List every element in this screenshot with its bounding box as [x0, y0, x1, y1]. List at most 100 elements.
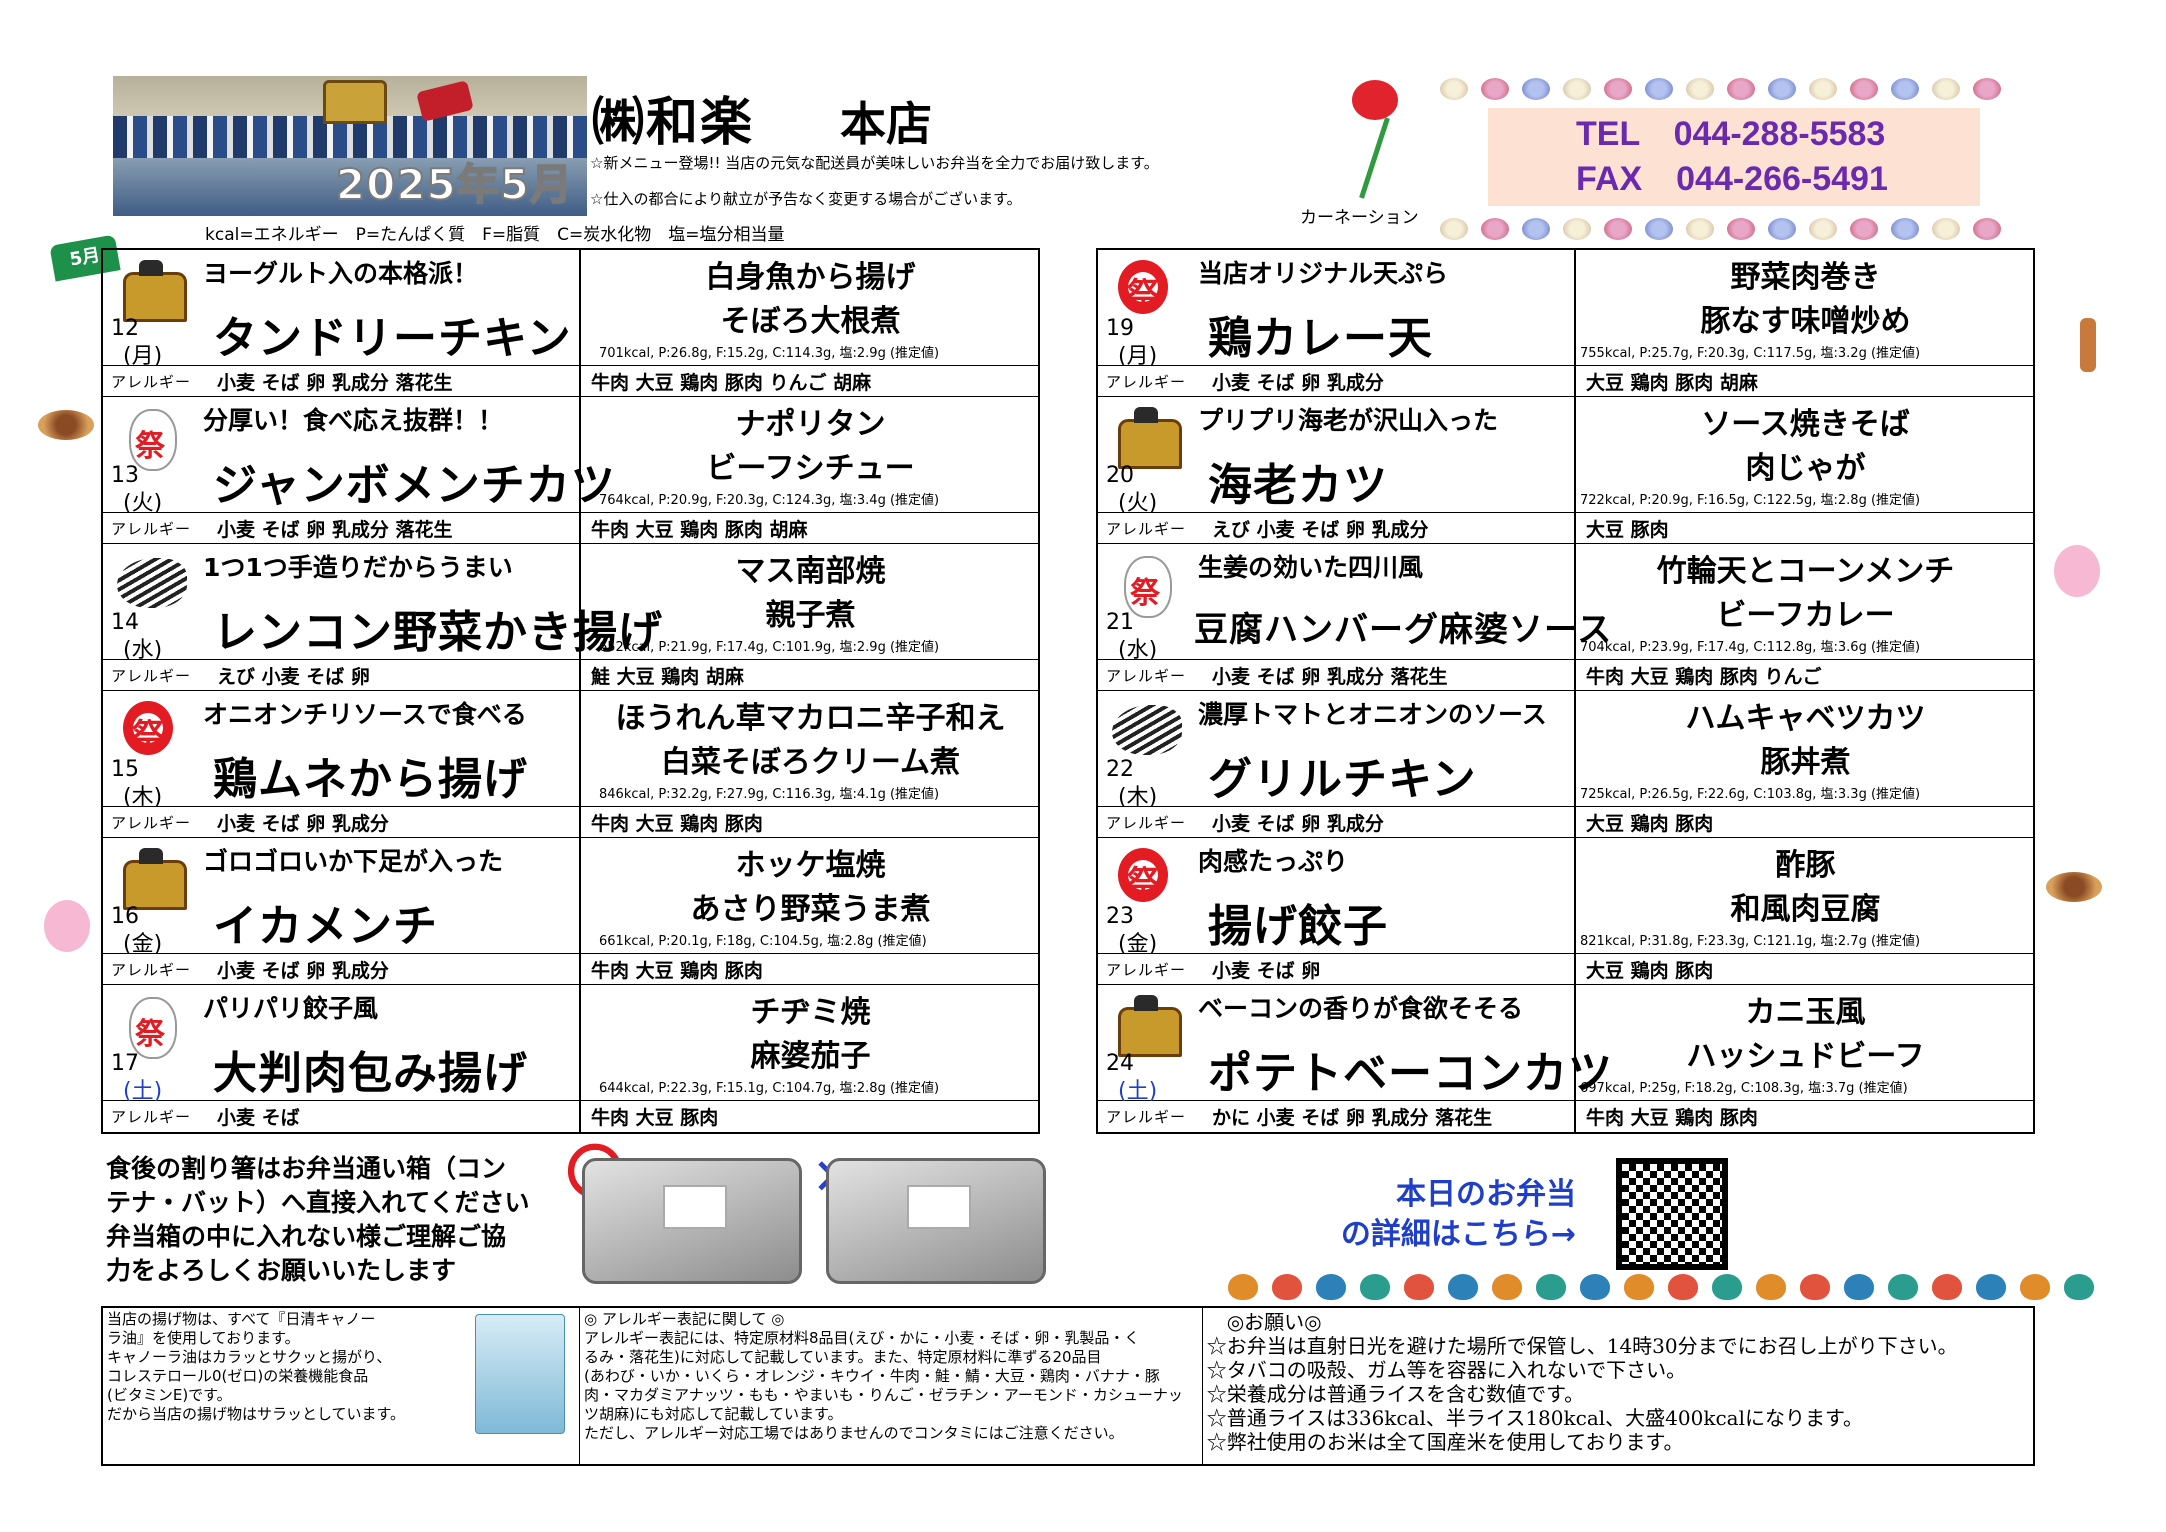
day-weekday: (月): [1118, 344, 1158, 369]
column-divider: [579, 250, 581, 396]
request-line: ☆普通ライスは336kcal、半ライス180kcal、大盛400kcalになりま…: [1206, 1406, 1863, 1430]
day-top: [1098, 985, 2033, 1101]
allergy-info-line: 肉・マカダミアナッツ・もも・やまいも・りんご・ゼラチン・アーモンド・カシューナッ: [584, 1386, 1183, 1404]
nutrition-info: 704kcal, P:23.9g, F:17.4g, C:112.8g, 塩:3…: [1580, 640, 1921, 655]
day-number: 13: [111, 463, 139, 488]
day-weekday: (月): [123, 344, 163, 369]
allergy-main: 小麦 そば 卵 乳成分: [217, 813, 389, 835]
bento-link-line: の詳細はこちら→: [1340, 1217, 1576, 1252]
nutrition-info: 701kcal, P:26.8g, F:15.2g, C:114.3g, 塩:2…: [599, 346, 940, 361]
column-divider: [1574, 544, 1576, 690]
chopsticks-notice: 食後の割り箸はお弁当通い箱（コン テナ・バット）へ直接入れてください 弁当箱の中…: [106, 1152, 546, 1288]
day-weekday: (火): [123, 491, 163, 516]
nutrition-info: 846kcal, P:32.2g, F:27.9g, C:116.3g, 塩:4…: [599, 787, 940, 802]
allergy-label: アレルギー: [111, 373, 192, 391]
main-dish: 揚げ餃子: [1208, 901, 1388, 952]
allergy-label: アレルギー: [111, 961, 192, 979]
allergy-main: 小麦 そば 卵 乳成分: [1212, 813, 1384, 835]
allergy-side: 大豆 鶏肉 豚肉: [1586, 813, 1714, 835]
bento-detail-link[interactable]: 本日のお弁当 の詳細はこちら→: [1292, 1175, 1576, 1255]
header-banner: 2025年5月: [113, 76, 587, 216]
allergy-info-line: ◎ アレルギー表記に関して ◎: [584, 1310, 785, 1328]
catchphrase: 分厚い！食べ応え抜群！！: [203, 406, 504, 435]
allergy-side: 鮭 大豆 鶏肉 胡麻: [591, 666, 744, 688]
allergy-main: 小麦 そば 卵 乳成分: [1212, 372, 1384, 394]
day-weekday: (火): [1118, 491, 1158, 516]
allergy-side: 大豆 豚肉: [1586, 519, 1669, 541]
day-top: [103, 691, 1038, 807]
day-weekday: (土): [123, 1079, 163, 1104]
oil-line: コレステロール0(ゼロ)の栄養機能食品: [107, 1367, 369, 1385]
chopsticks-line: 食後の割り箸はお弁当通い箱（コン: [106, 1154, 507, 1183]
qr-code-icon[interactable]: [1616, 1158, 1728, 1270]
cotton-candy-icon: [44, 900, 90, 952]
side-dish-2: 麻婆茄子: [750, 1039, 871, 1074]
catchphrase: ゴロゴロいか下足が入った: [203, 847, 504, 876]
side-dish-1: ほうれん草マカロニ辛子和え: [615, 701, 1006, 736]
menu-day: 21(水)生姜の効いた四川風豆腐ハンバーグ麻婆ソース竹輪天とコーンメンチビーフカ…: [1098, 544, 2033, 691]
side-dish-1: ホッケ塩焼: [735, 848, 886, 883]
oil-line: キャノーラ油はカラッとサクッと揚がり、: [107, 1348, 392, 1366]
catchphrase: 生姜の効いた四川風: [1198, 553, 1424, 582]
allergy-main: 小麦 そば 卵 乳成分: [217, 960, 389, 982]
catchphrase: 当店オリジナル天ぷら: [1198, 259, 1449, 288]
request-line: ◎お願い◎: [1206, 1310, 1322, 1334]
day-number: 22: [1106, 757, 1134, 782]
tel-number[interactable]: TEL 044-288-5583: [1576, 115, 1886, 153]
allergy-label: アレルギー: [111, 814, 192, 832]
festival-shrine-icon: [1110, 405, 1182, 469]
side-dish-2: あさり野菜うま煮: [690, 892, 931, 927]
carnation-label: カーネーション: [1300, 208, 1419, 228]
festival-fest-icon: [1110, 258, 1180, 320]
allergy-label: アレルギー: [111, 1108, 192, 1126]
day-top: [103, 397, 1038, 513]
allergy-side: 大豆 鶏肉 豚肉 胡麻: [1586, 372, 1758, 394]
bento-link-line: 本日のお弁当: [1396, 1177, 1576, 1212]
lantern-row-top: [1440, 78, 2040, 102]
day-top: [1098, 691, 2033, 807]
festival-eagle-icon: [115, 552, 187, 614]
side-dish-1: ソース焼きそば: [1701, 407, 1910, 442]
allergy-main: えび 小麦 そば 卵: [217, 666, 370, 688]
catchphrase: プリプリ海老が沢山入った: [1198, 406, 1499, 435]
allergy-label: アレルギー: [1106, 1108, 1187, 1126]
contact-box: TEL 044-288-5583 FAX 044-266-5491: [1488, 108, 1980, 206]
column-divider: [1574, 838, 1576, 984]
main-dish: 豆腐ハンバーグ麻婆ソース: [1194, 610, 1613, 650]
day-number: 23: [1106, 904, 1134, 929]
mikoshi-icon: [323, 80, 387, 124]
column-divider: [579, 544, 581, 690]
side-dish-1: マス南部焼: [735, 554, 886, 589]
column-divider: [579, 985, 581, 1132]
main-dish: イカメンチ: [213, 901, 438, 952]
day-top: [1098, 397, 2033, 513]
side-dish-2: ビーフカレー: [1716, 598, 1895, 633]
day-weekday: (水): [123, 638, 163, 663]
lantern-row-bottom: [1440, 218, 2040, 242]
allergy-side: 大豆 鶏肉 豚肉: [1586, 960, 1714, 982]
allergy-label: アレルギー: [1106, 667, 1187, 685]
day-top: [103, 250, 1038, 366]
day-number: 15: [111, 757, 139, 782]
carnation-icon: [1338, 80, 1406, 200]
nutrition-info: 725kcal, P:26.5g, F:22.6g, C:103.8g, 塩:3…: [1580, 787, 1921, 802]
notice-change: ☆仕入の都合により献立が予告なく変更する場合がございます。: [590, 190, 1022, 208]
catchphrase: パリパリ餃子風: [203, 994, 379, 1023]
festival-shrine-icon: [1110, 993, 1182, 1057]
allergy-side: 牛肉 大豆 鶏肉 豚肉 りんご: [1586, 666, 1822, 688]
allergy-label: アレルギー: [111, 667, 192, 685]
side-dish-1: チヂミ焼: [750, 995, 871, 1030]
nutrition-info: 755kcal, P:25.7g, F:20.3g, C:117.5g, 塩:3…: [1580, 346, 1921, 361]
nutrition-info: 821kcal, P:31.8g, F:23.3g, C:121.1g, 塩:2…: [1580, 934, 1921, 949]
festival-shrine-icon: [115, 258, 187, 322]
day-number: 17: [111, 1051, 139, 1076]
catchphrase: 濃厚トマトとオニオンのソース: [1198, 700, 1547, 729]
day-top: [1098, 250, 2033, 366]
column-divider: [579, 691, 581, 837]
main-dish: ジャンボメンチカツ: [213, 460, 616, 511]
side-dish-1: ハムキャベツカツ: [1685, 701, 1926, 736]
oil-line: (ビタミンE)です。: [107, 1386, 232, 1404]
allergy-label: アレルギー: [1106, 520, 1187, 538]
